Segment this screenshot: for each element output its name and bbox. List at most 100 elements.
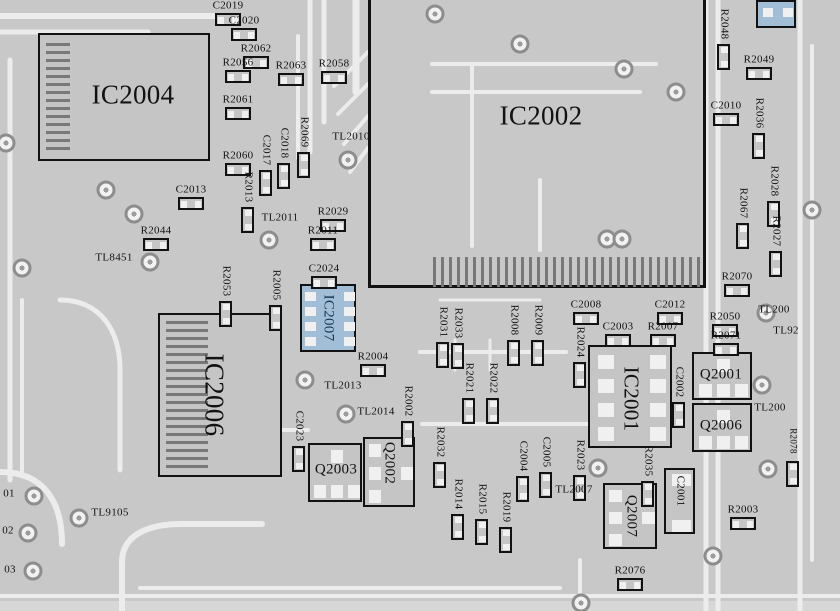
- label-r2070[interactable]: R2070: [721, 270, 753, 283]
- label-r2053[interactable]: R2053: [220, 265, 233, 297]
- chip-c2019[interactable]: [215, 13, 241, 26]
- chip-r2011[interactable]: [310, 238, 336, 251]
- label-r2060[interactable]: R2060: [222, 149, 254, 162]
- chip-r2071[interactable]: [713, 343, 739, 356]
- chip-r2007[interactable]: [650, 334, 676, 347]
- label-ic2002[interactable]: IC2002: [499, 100, 583, 131]
- chip-r2031[interactable]: [436, 342, 449, 368]
- label-r2027[interactable]: R2027: [770, 215, 783, 247]
- label-c2024[interactable]: C2024: [308, 262, 340, 275]
- label-r2031[interactable]: R2031: [437, 306, 450, 338]
- chip-c2003[interactable]: [605, 334, 631, 347]
- label-c2003[interactable]: C2003: [602, 320, 634, 333]
- chip-c2002[interactable]: [672, 402, 685, 428]
- label-r2008[interactable]: R2008: [508, 304, 521, 336]
- label-02[interactable]: 02: [2, 524, 14, 537]
- label-c2017[interactable]: C2017: [260, 134, 273, 166]
- part-q2003[interactable]: [308, 443, 362, 502]
- label-r2049[interactable]: R2049: [743, 53, 775, 66]
- chip-r2062[interactable]: [243, 56, 269, 69]
- label-c2001[interactable]: C2001: [674, 475, 687, 507]
- label-r2063[interactable]: R2063: [275, 59, 307, 72]
- chip-r2015[interactable]: [475, 519, 488, 545]
- part-q2007[interactable]: [603, 483, 657, 549]
- label-q2007[interactable]: Q2007: [623, 494, 640, 538]
- label-r2015[interactable]: R2015: [476, 483, 489, 515]
- label-c2010[interactable]: C2010: [710, 99, 742, 112]
- label-c2013[interactable]: C2013: [175, 183, 207, 196]
- part-ic2002[interactable]: [368, 0, 706, 288]
- chip-r2003[interactable]: [730, 517, 756, 530]
- label-q2001[interactable]: Q2001: [699, 366, 743, 383]
- chip-r2013[interactable]: [241, 207, 254, 233]
- chip-r2022[interactable]: [486, 398, 499, 424]
- label-tl200[interactable]: TL200: [754, 401, 786, 414]
- label-r2048[interactable]: R2048: [718, 8, 731, 40]
- label-ic2004[interactable]: IC2004: [91, 79, 175, 110]
- part-ic2006[interactable]: [158, 313, 282, 477]
- chip-r2035[interactable]: [641, 481, 654, 507]
- chip-r2027[interactable]: [769, 251, 782, 277]
- label-r2056[interactable]: R2056: [222, 56, 254, 69]
- label-tl200[interactable]: TL200: [758, 303, 790, 316]
- label-r2013[interactable]: R2013: [242, 171, 255, 203]
- label-r2061[interactable]: R2061: [222, 93, 254, 106]
- chip-c2023[interactable]: [292, 446, 305, 472]
- label-q2002[interactable]: Q2002: [381, 441, 398, 485]
- chip-r2033[interactable]: [451, 343, 464, 369]
- label-r2076[interactable]: R2076: [614, 564, 646, 577]
- label-r2011[interactable]: R2011: [307, 224, 339, 237]
- label-r2033[interactable]: R2033: [452, 307, 465, 339]
- chip-r2050[interactable]: [712, 324, 738, 337]
- part-c2001[interactable]: [664, 468, 695, 534]
- chip-c2008[interactable]: [573, 312, 599, 325]
- label-r2021[interactable]: R2021: [463, 362, 476, 394]
- chip-r2002[interactable]: [401, 421, 414, 447]
- label-tl2014[interactable]: TL2014: [357, 405, 395, 418]
- label-r2009[interactable]: R2009: [532, 304, 545, 336]
- chip-r2014[interactable]: [451, 514, 464, 540]
- label-r2058[interactable]: R2058: [318, 57, 350, 70]
- label-r2003[interactable]: R2003: [727, 503, 759, 516]
- label-tl8451[interactable]: TL8451: [95, 251, 133, 264]
- label-r2067[interactable]: R2067: [737, 187, 750, 219]
- chip-r2004[interactable]: [360, 364, 386, 377]
- chip-r2063[interactable]: [278, 73, 304, 86]
- chip-r2078[interactable]: [786, 461, 799, 487]
- label-r2004[interactable]: R2004: [357, 350, 389, 363]
- label-c2012[interactable]: C2012: [654, 298, 686, 311]
- label-r2019[interactable]: R2019: [500, 491, 513, 523]
- chip-r2058[interactable]: [321, 71, 347, 84]
- chip-r2009[interactable]: [531, 340, 544, 366]
- label-r2014[interactable]: R2014: [452, 478, 465, 510]
- label-ic2007[interactable]: IC2007: [320, 294, 337, 342]
- part-ic2001[interactable]: [588, 345, 672, 448]
- chip-r2019[interactable]: [499, 527, 512, 553]
- chip-c2004[interactable]: [516, 476, 529, 502]
- chip-c2013[interactable]: [178, 197, 204, 210]
- label-c2020[interactable]: C2020: [228, 14, 260, 27]
- chip-r2060[interactable]: [225, 163, 251, 176]
- chip-r2061[interactable]: [225, 107, 251, 120]
- label-r2023[interactable]: R2023: [574, 439, 587, 471]
- part-q2002[interactable]: [363, 437, 415, 507]
- label-c2004[interactable]: C2004: [517, 440, 530, 472]
- label-r2071[interactable]: R2071: [710, 329, 742, 342]
- part-q2006[interactable]: [692, 403, 752, 452]
- part-q2001[interactable]: [692, 352, 752, 400]
- label-c2008[interactable]: C2008: [570, 298, 602, 311]
- chip-c2017[interactable]: [259, 170, 272, 196]
- chip-r2067[interactable]: [736, 223, 749, 249]
- part-ic2004[interactable]: [38, 33, 210, 161]
- chip-c2005[interactable]: [539, 472, 552, 498]
- chip-r2056[interactable]: [225, 70, 251, 83]
- label-r2005[interactable]: R2005: [270, 269, 283, 301]
- label-r2035[interactable]: R2035: [642, 445, 655, 477]
- chip-r2044[interactable]: [143, 238, 169, 251]
- chip-r2053[interactable]: [219, 301, 232, 327]
- label-ic2001[interactable]: IC2001: [619, 366, 644, 432]
- label-tl2007[interactable]: TL2007: [555, 483, 593, 496]
- chip-c2010[interactable]: [713, 113, 739, 126]
- label-c2019[interactable]: C2019: [212, 0, 244, 12]
- label-c2018[interactable]: C2018: [278, 127, 291, 159]
